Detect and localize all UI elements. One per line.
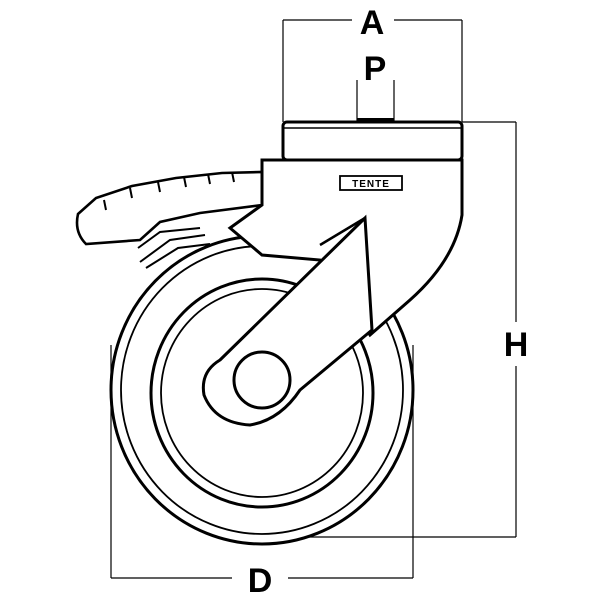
- dimension-a-label-mask: [352, 4, 394, 38]
- dimension-p-label: P: [364, 50, 387, 88]
- brand-label: TENTE: [352, 179, 390, 190]
- wheel-rim-inner: [160, 288, 364, 498]
- top-plate: [281, 118, 464, 162]
- dimension-h-label-mask: [496, 322, 536, 366]
- dimension-a-label: A: [360, 4, 385, 42]
- brake-pedal: [75, 170, 264, 269]
- dimension-h-label: H: [504, 326, 529, 364]
- brand-plate-frame: [339, 175, 403, 191]
- dimension-d-label-mask: [232, 562, 288, 596]
- wheel-rim: [149, 277, 375, 509]
- brake-pedal-body: [75, 170, 264, 246]
- axle-hub: [232, 350, 292, 410]
- fork-leg-edge: [319, 216, 366, 247]
- dimension-d-label: D: [248, 562, 273, 600]
- axle-circle: [232, 350, 292, 410]
- brand-plate: TENTE: [339, 175, 403, 191]
- brake-lever-link: [137, 227, 211, 269]
- brake-pedal-ridges: [103, 171, 235, 211]
